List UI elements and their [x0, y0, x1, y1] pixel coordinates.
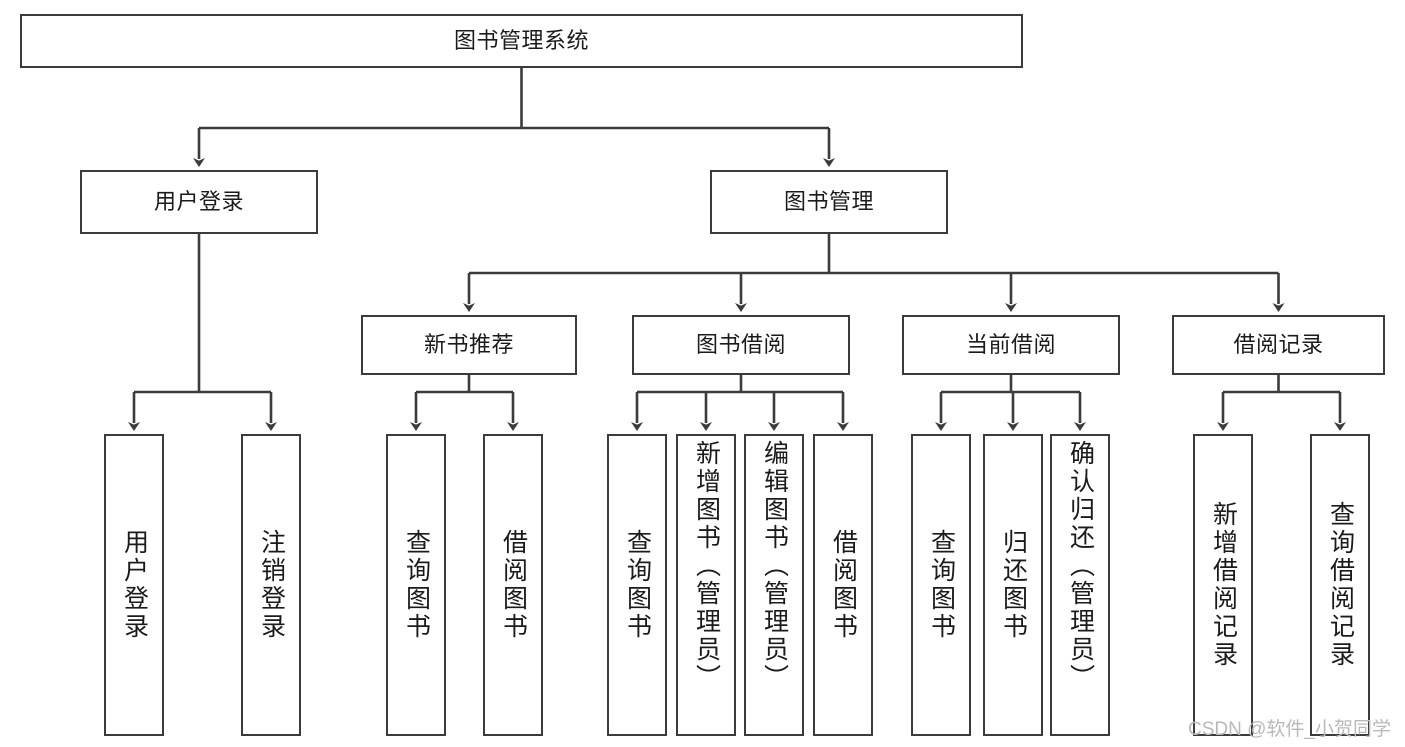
node-leaf-rec-query-book[interactable]: 查询图书: [386, 434, 446, 736]
node-l3-current-borrow[interactable]: 当前借阅: [902, 315, 1120, 375]
node-l3-new-book-rec[interactable]: 新书推荐: [361, 315, 577, 375]
node-label: 借阅图书: [829, 529, 858, 641]
node-leaf-user-login[interactable]: 用户登录: [104, 434, 164, 736]
node-leaf-cb-confirm-return[interactable]: 确认归还（管理员）: [1050, 434, 1110, 736]
node-l2-user-login[interactable]: 用户登录: [80, 170, 318, 234]
connector-bus: [199, 68, 829, 130]
connector-bus: [637, 375, 843, 394]
node-leaf-rec-borrow-book[interactable]: 借阅图书: [483, 434, 543, 736]
node-leaf-user-logout[interactable]: 注销登录: [241, 434, 301, 736]
node-l3-borrow-record[interactable]: 借阅记录: [1172, 315, 1385, 375]
node-leaf-br-add-record[interactable]: 新增借阅记录: [1193, 434, 1253, 736]
node-label: 查询图书: [927, 529, 956, 641]
node-leaf-bb-edit-book[interactable]: 编辑图书（管理员）: [744, 434, 804, 736]
connector-bus: [469, 234, 1279, 275]
node-leaf-bb-borrow-book[interactable]: 借阅图书: [813, 434, 873, 736]
connector-bus: [416, 375, 513, 394]
node-label: 用户登录: [153, 189, 244, 215]
node-leaf-bb-add-book[interactable]: 新增图书（管理员）: [676, 434, 736, 736]
node-leaf-cb-query-book[interactable]: 查询图书: [911, 434, 971, 736]
watermark: CSDN @软件_小贺同学: [1188, 719, 1391, 740]
node-label: 借阅图书: [499, 529, 528, 641]
node-label: 当前借阅: [965, 332, 1056, 358]
node-label: 图书管理系统: [453, 28, 589, 54]
node-label: 查询图书: [623, 529, 652, 641]
connector-bus: [941, 375, 1080, 394]
node-label: 编辑图书（管理员）: [760, 440, 789, 692]
node-l2-book-manage[interactable]: 图书管理: [710, 170, 948, 234]
node-l3-book-borrow[interactable]: 图书借阅: [632, 315, 850, 375]
node-label: 查询借阅记录: [1326, 501, 1355, 669]
node-label: 确认归还（管理员）: [1066, 440, 1095, 692]
node-label: 图书借阅: [695, 332, 786, 358]
node-leaf-br-query-record[interactable]: 查询借阅记录: [1310, 434, 1370, 736]
node-label: 借阅记录: [1233, 332, 1324, 358]
node-label: 新增图书（管理员）: [692, 440, 721, 692]
node-label: 归还图书: [999, 529, 1028, 641]
node-label: 图书管理: [783, 189, 874, 215]
node-root[interactable]: 图书管理系统: [20, 14, 1023, 68]
connector-bus: [134, 234, 271, 394]
node-label: 注销登录: [257, 529, 286, 641]
connector-bus: [1223, 375, 1340, 394]
node-label: 查询图书: [402, 529, 431, 641]
node-leaf-cb-return-book[interactable]: 归还图书: [983, 434, 1043, 736]
node-label: 新增借阅记录: [1209, 501, 1238, 669]
node-leaf-bb-query-book[interactable]: 查询图书: [607, 434, 667, 736]
node-label: 新书推荐: [423, 332, 514, 358]
node-label: 用户登录: [120, 529, 149, 641]
